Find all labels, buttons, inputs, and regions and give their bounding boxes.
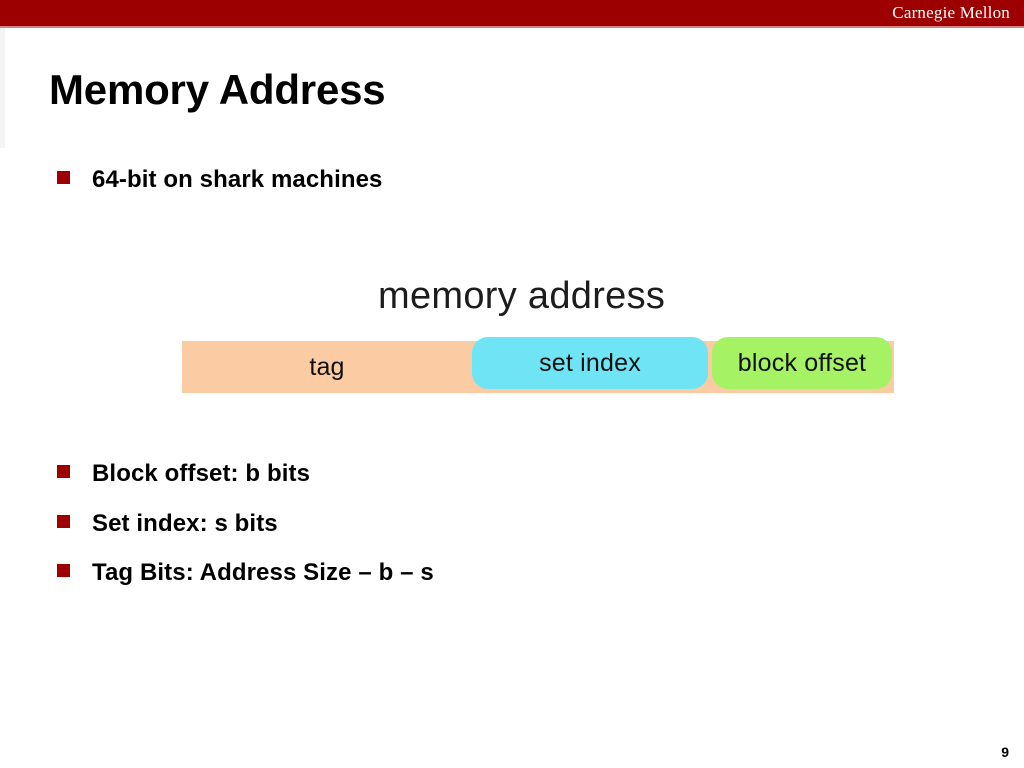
list-item-label: Set index: s bits bbox=[92, 510, 278, 537]
list-item-label: Tag Bits: Address Size – b – s bbox=[92, 559, 434, 586]
list-item-label: 64-bit on shark machines bbox=[92, 166, 383, 193]
page-number: 9 bbox=[1001, 744, 1009, 760]
address-segment-block-offset-label: block offset bbox=[737, 348, 867, 377]
address-segment-tag: tag bbox=[182, 341, 472, 393]
diagram-caption: memory address bbox=[378, 275, 666, 317]
address-segment-set-index-label: set index bbox=[539, 348, 641, 377]
square-bullet-icon bbox=[57, 564, 70, 577]
address-segment-set-index: set index bbox=[472, 337, 708, 389]
list-item: 64-bit on shark machines bbox=[57, 166, 383, 194]
memory-address-diagram: memory address tag set index block offse… bbox=[182, 275, 894, 395]
address-segment-tag-label: tag bbox=[309, 352, 345, 381]
list-item: Block offset: b bits bbox=[57, 460, 310, 488]
institution-brand: Carnegie Mellon bbox=[892, 3, 1010, 22]
square-bullet-icon bbox=[57, 515, 70, 528]
list-item: Tag Bits: Address Size – b – s bbox=[57, 559, 434, 587]
square-bullet-icon bbox=[57, 171, 70, 184]
list-item: Set index: s bits bbox=[57, 510, 278, 538]
square-bullet-icon bbox=[57, 465, 70, 478]
page-title: Memory Address bbox=[49, 66, 386, 113]
banner-underline bbox=[0, 26, 1024, 28]
address-segment-block-offset: block offset bbox=[712, 337, 892, 389]
left-edge-strip bbox=[0, 28, 5, 148]
list-item-label: Block offset: b bits bbox=[92, 460, 311, 487]
top-banner bbox=[0, 0, 1024, 26]
